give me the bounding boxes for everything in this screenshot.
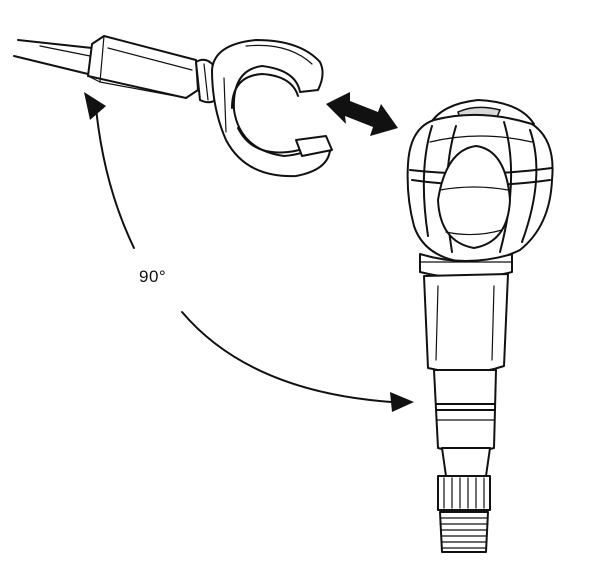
- angle-label: 90°: [139, 267, 167, 286]
- rotation-arc-lower: [181, 311, 414, 412]
- splined-thread-end: [437, 475, 491, 553]
- rotation-arc-upper: [84, 92, 135, 249]
- knuckle-stem: [423, 273, 509, 477]
- extension-shaft: [13, 39, 93, 75]
- ball-joint-assembly: [406, 99, 554, 279]
- separation-double-arrow: [326, 92, 398, 136]
- hex-coupler: [87, 35, 199, 99]
- separator-fork: [211, 39, 333, 178]
